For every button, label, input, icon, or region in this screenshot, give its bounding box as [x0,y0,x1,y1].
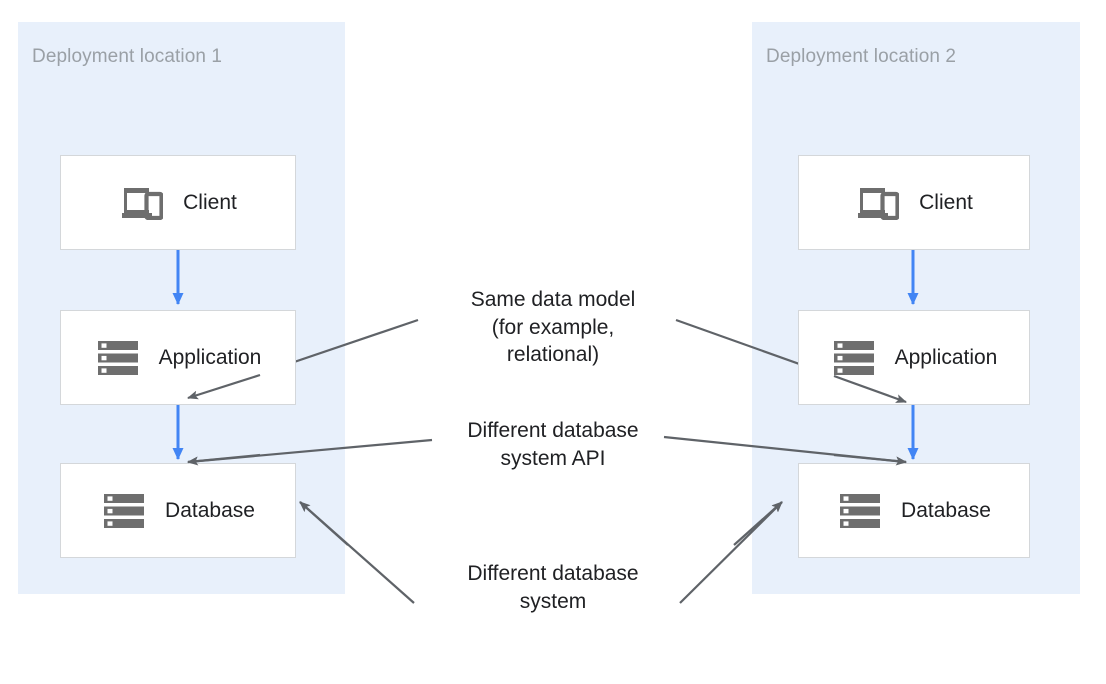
node-client-2-label: Client [919,191,973,214]
node-database-2[interactable]: Database [798,463,1030,558]
annotation-same-data-model: Same data model (for example, relational… [470,288,636,367]
deployment-location-2-title: Deployment location 2 [766,46,957,67]
server-icon [95,339,141,377]
node-client-1-label: Client [183,191,237,214]
node-application-1-label: Application [158,346,262,369]
devices-icon [855,184,901,222]
node-client-2[interactable]: Client [798,155,1030,250]
node-application-2-label: Application [894,346,998,369]
annotation-different-database-system: Different database system [467,562,639,613]
node-application-1[interactable]: Application [60,310,296,405]
devices-icon [119,184,165,222]
node-application-2[interactable]: Application [798,310,1030,405]
server-icon [101,492,147,530]
node-database-1[interactable]: Database [60,463,296,558]
server-icon [831,339,877,377]
annotation-different-database-system-api: Different database system API [467,419,639,470]
server-icon [837,492,883,530]
node-database-1-label: Database [165,499,255,522]
node-client-1[interactable]: Client [60,155,296,250]
node-database-2-label: Database [901,499,991,522]
deployment-location-1-title: Deployment location 1 [32,46,223,67]
